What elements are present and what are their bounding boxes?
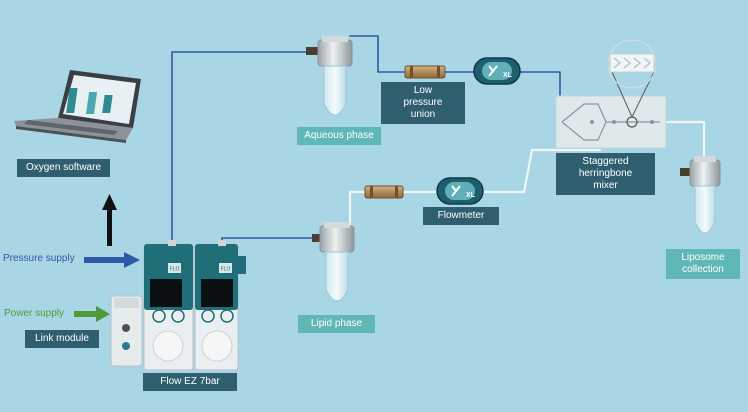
pressure-arrow-icon <box>84 252 140 268</box>
union-bottom <box>364 185 404 199</box>
lipid-phase-label: Lipid phase <box>298 315 375 333</box>
low-pressure-union-label: Low pressure union <box>381 82 465 124</box>
pressure-supply-label: Pressure supply <box>3 253 75 264</box>
flowmeter-bottom-to-mixer <box>481 148 602 194</box>
flow-ez-device-1: FLO <box>143 240 194 371</box>
lipid-pressure-line <box>221 237 319 245</box>
oxygen-software-label: Oxygen software <box>17 159 110 177</box>
aqueous-phase-label: Aqueous phase <box>297 127 381 145</box>
flowmeter-logo-icon <box>488 65 498 77</box>
fan-icon <box>122 324 130 332</box>
flowmeter-bottom: XL <box>436 177 484 205</box>
link-module-device <box>110 295 143 367</box>
aqueous-reservoir <box>306 36 353 116</box>
up-arrow-icon <box>102 194 117 246</box>
aqueous-outlet-line <box>349 35 406 73</box>
flowmeter-top: XL <box>473 57 521 85</box>
collection-reservoir <box>680 156 721 234</box>
flowmeter-bottom-size: XL <box>466 192 476 199</box>
mixer-to-collection-line <box>663 120 706 168</box>
flow-ez-label: Flow EZ 7bar <box>143 373 237 391</box>
mixer-chip <box>555 39 667 149</box>
laptop-icon <box>14 70 141 143</box>
flow-ez-badge-2: FLO <box>221 267 231 273</box>
flowmeter-label: Flowmeter <box>423 207 499 225</box>
flowmeter-logo-icon <box>451 185 461 197</box>
power-supply-label: Power supply <box>4 308 65 319</box>
flow-ez-badge-1: FLO <box>170 267 180 273</box>
flowmeter-top-to-mixer <box>519 71 561 123</box>
liposome-collection-label: Liposome collection <box>666 249 740 279</box>
aqueous-pressure-line <box>171 51 319 245</box>
lipid-reservoir <box>312 222 355 302</box>
power-arrow-icon <box>74 306 110 322</box>
mixer-label: Staggered herringbone mixer <box>556 153 655 195</box>
flow-ez-device-2: FLO <box>194 240 246 371</box>
link-module-label: Link module <box>25 330 99 348</box>
flowmeter-top-size: XL <box>503 72 513 79</box>
union-top <box>404 65 446 79</box>
magnifier-icon <box>607 39 657 89</box>
